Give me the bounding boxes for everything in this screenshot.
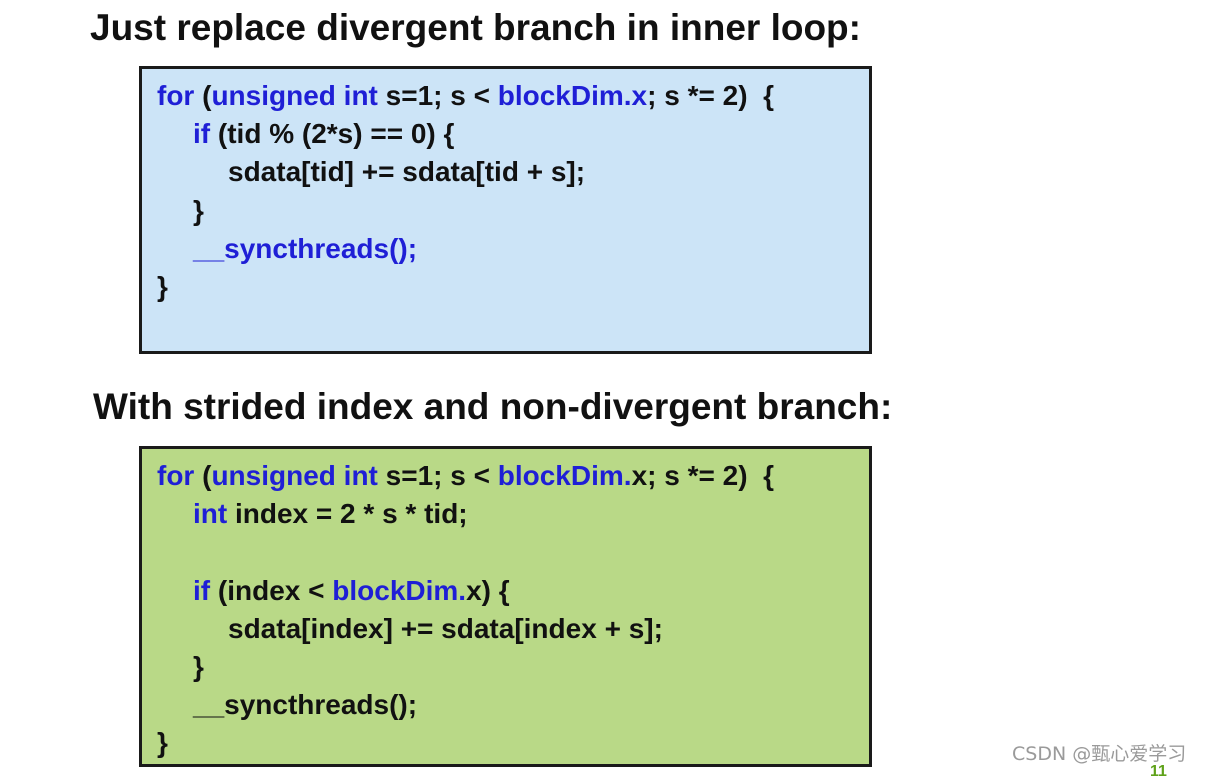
code-text: } — [157, 270, 168, 302]
code-text: sdata[tid] += sdata[tid + s]; — [228, 156, 586, 188]
code-line: } — [157, 268, 869, 306]
code-line: } — [157, 724, 869, 762]
code-text: } — [193, 650, 204, 682]
code-keyword: blockDim. — [497, 460, 632, 491]
code-text: (index < — [210, 574, 333, 606]
code-keyword: for — [157, 80, 195, 111]
code-text: (tid % (2*s) == 0) { — [210, 118, 455, 150]
code-keyword: __syncthreads(); — [193, 232, 418, 264]
code-keyword: if — [193, 574, 211, 606]
code-block-strided: for (unsigned int s=1; s < blockDim.x; s… — [139, 446, 872, 767]
code-line: __syncthreads(); — [157, 686, 869, 724]
code-keyword: for — [157, 460, 195, 491]
code-keyword: unsigned int — [211, 80, 378, 111]
code-text: ; s *= 2) { — [647, 80, 774, 111]
code-text: s=1; s < — [377, 80, 498, 111]
code-line: for (unsigned int s=1; s < blockDim.x; s… — [157, 457, 869, 495]
code-block-original: for (unsigned int s=1; s < blockDim.x; s… — [139, 66, 872, 354]
code-text: } — [157, 727, 168, 759]
code-text: __syncthreads(); — [193, 689, 418, 721]
slide-heading-1: Just replace divergent branch in inner l… — [90, 7, 861, 48]
code-keyword: if — [193, 118, 211, 150]
code-text: index = 2 * s * tid; — [227, 498, 468, 530]
code-text: x; s *= 2) { — [631, 460, 774, 491]
csdn-watermark: CSDN @甄心爱学习 — [1012, 743, 1187, 765]
code-text: ( — [194, 80, 212, 111]
code-keyword: unsigned int — [211, 460, 378, 491]
code-line: if (index < blockDim.x) { — [157, 572, 869, 610]
code-line: for (unsigned int s=1; s < blockDim.x; s… — [157, 77, 869, 115]
slide-heading-2: With strided index and non-divergent bra… — [93, 386, 893, 427]
code-line: int index = 2 * s * tid; — [157, 495, 869, 533]
code-text: x) { — [466, 574, 510, 606]
code-keyword: blockDim.x — [497, 80, 648, 111]
code-line: __syncthreads(); — [157, 230, 869, 268]
code-text: sdata[index] += sdata[index + s]; — [228, 612, 663, 644]
code-line: } — [157, 192, 869, 230]
code-line: if (tid % (2*s) == 0) { — [157, 115, 869, 153]
code-text: ( — [194, 460, 212, 491]
code-text: } — [193, 194, 204, 226]
code-line-blank — [157, 533, 869, 571]
code-text: s=1; s < — [377, 460, 498, 491]
page-number: 11 — [1150, 763, 1167, 780]
code-keyword: blockDim. — [332, 574, 467, 606]
code-line: sdata[index] += sdata[index + s]; — [157, 610, 869, 648]
code-line: sdata[tid] += sdata[tid + s]; — [157, 153, 869, 191]
code-line: } — [157, 648, 869, 686]
code-keyword: int — [193, 498, 228, 530]
